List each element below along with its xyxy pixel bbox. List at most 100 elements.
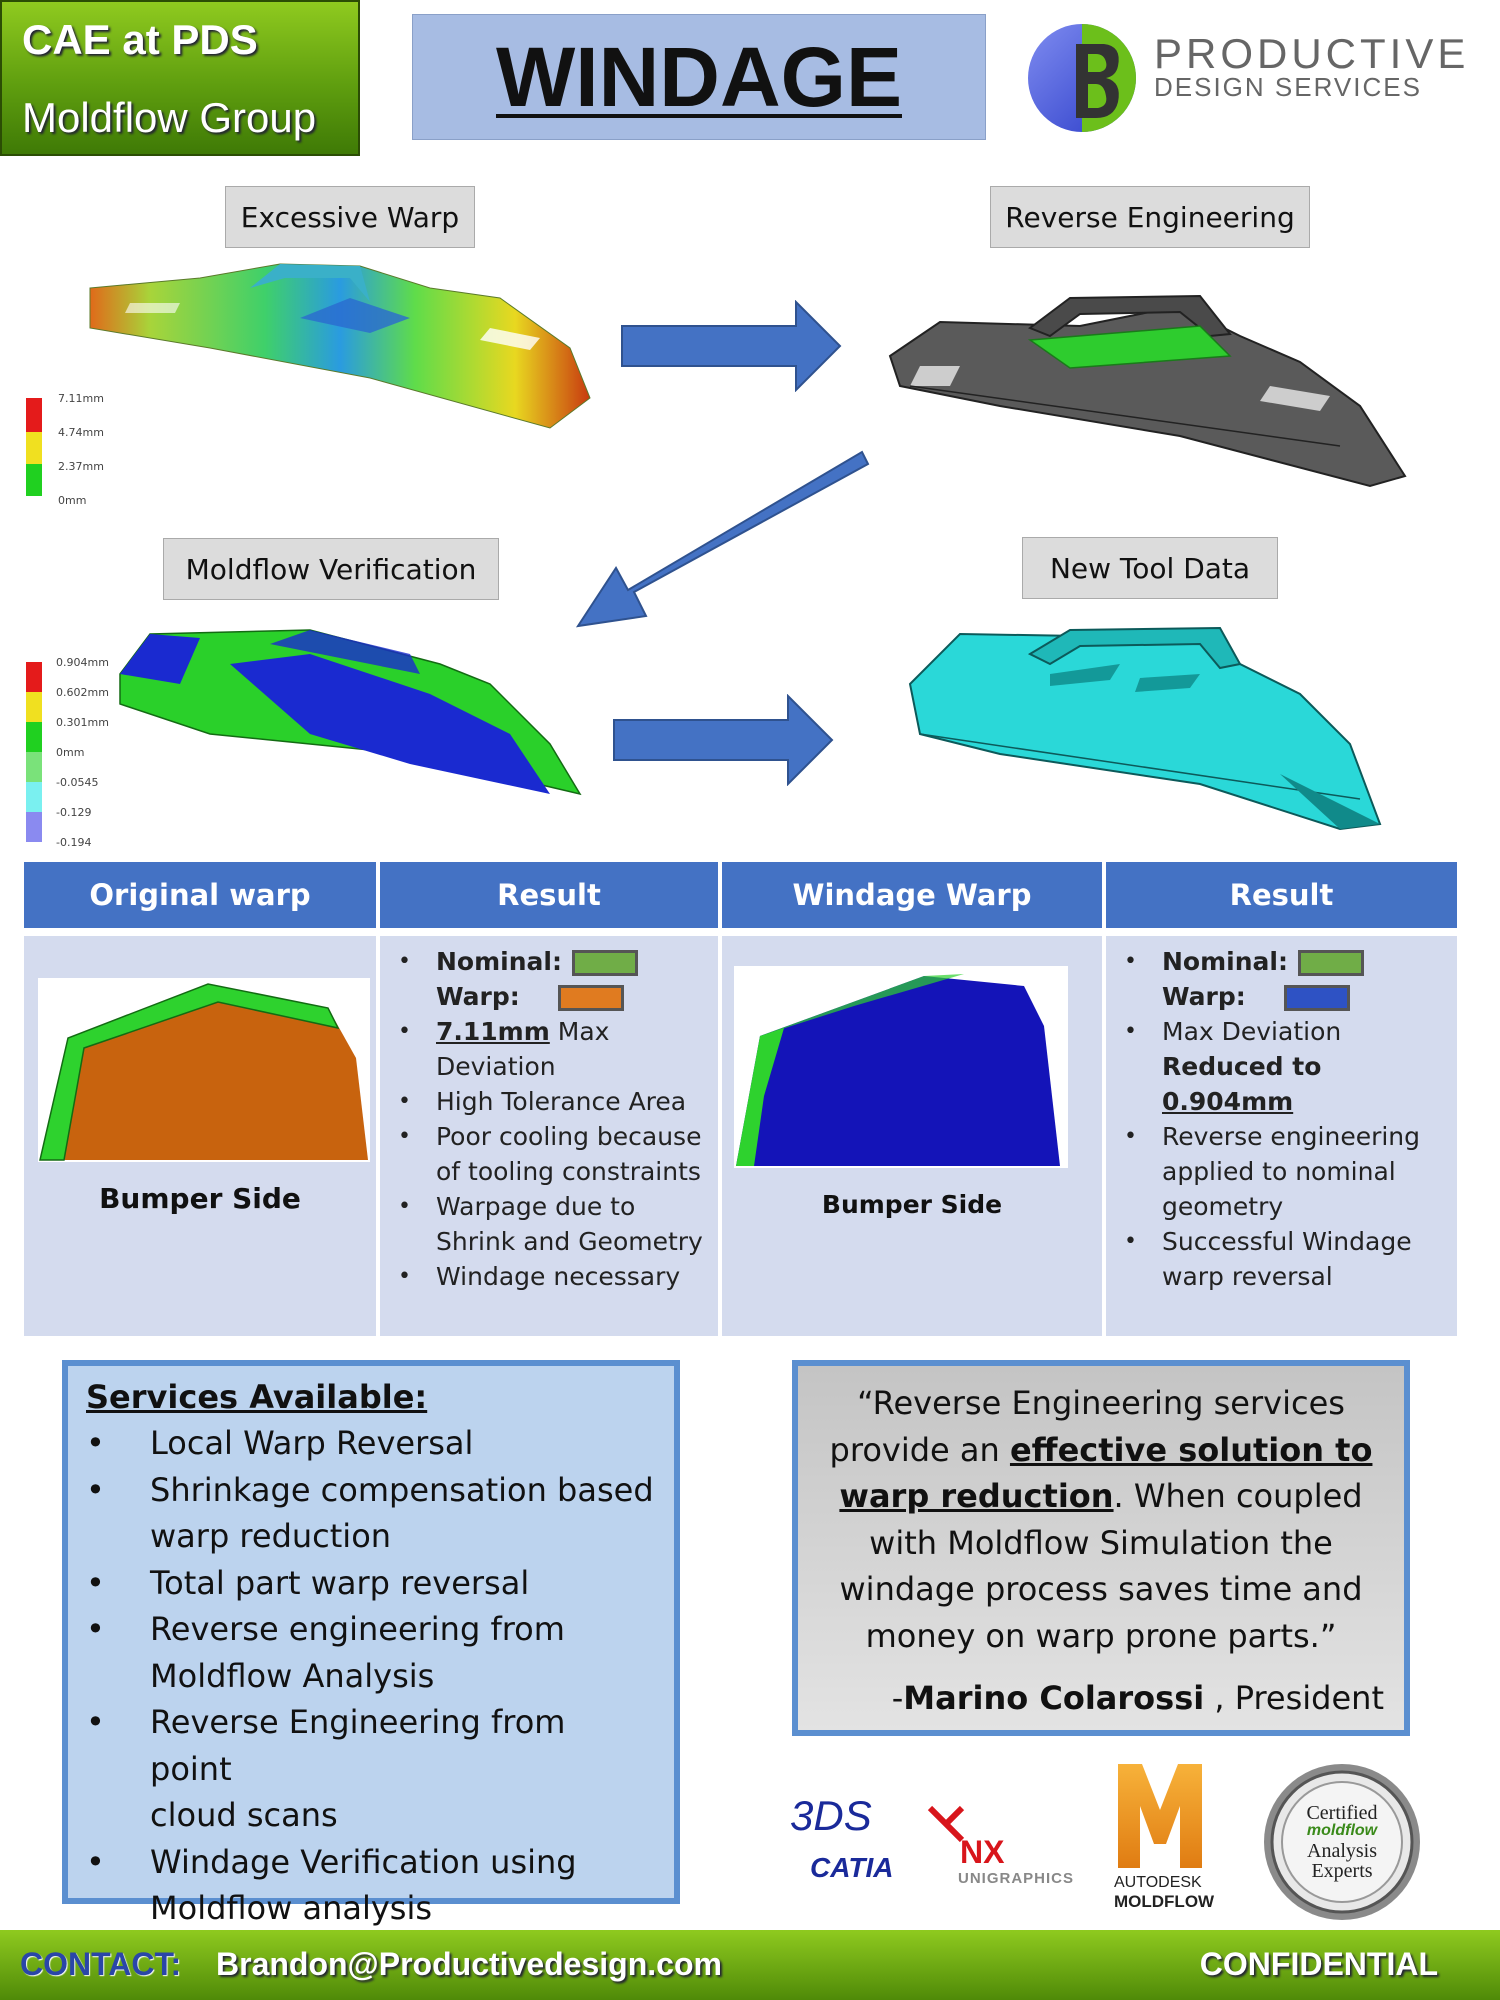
cae-subtitle: Moldflow Group [22,94,317,141]
services-box: Services Available: Local Warp Reversal … [62,1360,680,1927]
list-item: Shrink and Geometry [436,1227,703,1256]
service-item: cloud scans [150,1796,338,1834]
badge-text: Experts [1311,1860,1373,1882]
list-item: Warpage due to [380,1189,718,1224]
scale-label: 0.602mm [56,686,109,699]
logo-text-design-services: DESIGN SERVICES [1154,72,1422,102]
nx-unigraphics-logo: NX UNIGRAPHICS [922,1800,1092,1890]
scale-green [26,722,42,752]
arrow-down-left-icon [575,450,870,628]
label-excessive-warp: Excessive Warp [225,186,475,248]
list-item: Warp: [1106,979,1457,1014]
sig-dash: - [891,1679,904,1717]
table-header-original-warp: Original warp [24,862,376,928]
service-item: Shrinkage compensation based [86,1467,656,1514]
badge-text: Certified [1306,1802,1378,1824]
scale-cyan [26,782,42,812]
quote-line: “Reverse Engineering services [857,1384,1345,1422]
list-item: Max Deviation [1106,1014,1457,1049]
badge-text: Analysis [1307,1840,1377,1862]
nx-mark-icon [927,1805,965,1843]
catia-logo: 3DS CATIA [786,1792,916,1892]
list-item: geometry [1162,1192,1284,1221]
scale-label: -0.194 [56,836,92,849]
scale-yellow [26,692,42,722]
service-item: Total part warp reversal [86,1560,656,1607]
warp-swatch [1283,985,1350,1011]
reduced-text: Reduced to [1162,1052,1322,1081]
quote-line: provide an effective solution to [818,1427,1384,1474]
scale-light-green [26,752,42,782]
verification-color-scale [26,662,42,842]
footer-bar: CONTACT: Brandon@Productivedesign.com CO… [0,1930,1500,2000]
service-item: warp reduction [150,1517,392,1555]
service-item: Reverse engineering from [86,1606,656,1653]
list-item: Successful Windage [1106,1224,1457,1259]
list-item: Reduced to 0.904mm [1106,1049,1457,1119]
scale-label: 0.301mm [56,716,109,729]
cae-banner: CAE at PDS Moldflow Group [0,0,360,156]
service-item: Windage Verification using [86,1839,656,1886]
original-warp-image [38,978,370,1162]
nominal-label: Nominal: [436,947,562,976]
reverse-engineering-part-image [888,294,1407,488]
label-reverse-engineering: Reverse Engineering [990,186,1310,248]
page-title: WINDAGE [496,29,902,124]
reduced-value: 0.904mm [1162,1087,1294,1116]
nominal-label: Nominal: [1162,947,1288,976]
original-bumper-caption: Bumper Side [99,1182,301,1215]
list-item: Nominal: [380,944,718,979]
warp-swatch [557,985,624,1011]
sig-role: , President [1204,1679,1384,1717]
service-item: Local Warp Reversal [86,1420,656,1467]
table-header-result: Result [380,862,718,928]
unigraphics-logo-text: UNIGRAPHICS [958,1870,1075,1887]
quote-signature: -Marino Colarossi , President [818,1675,1384,1722]
scale-label: 2.37mm [58,460,104,473]
scale-violet [26,812,42,842]
scale-label: -0.0545 [56,776,99,789]
arrow-right-icon [621,300,842,392]
service-item: Moldflow analysis [150,1889,433,1927]
pds-logo-icon [1028,24,1136,132]
list-item: warp reversal [1162,1262,1333,1291]
badge-seal-icon [1264,1764,1420,1920]
list-item: 7.11mm Max [380,1014,718,1049]
ds-logo-icon: 3DS [790,1792,872,1839]
autodesk-moldflow-logo: AUTODESK MOLDFLOW [1110,1760,1250,1911]
nx-logo-text: NX [960,1834,1005,1870]
contact-label: CONTACT: [20,1946,182,1982]
list-item: Windage necessary [380,1259,718,1294]
table-header-result: Result [1106,862,1457,928]
scale-label: -0.129 [56,806,92,819]
cae-title: CAE at PDS [22,16,258,63]
quote-emphasis: warp reduction [839,1477,1114,1515]
arrow-right-icon [613,694,834,786]
scale-label: 0mm [56,746,85,759]
service-item: Reverse Engineering from point [86,1699,656,1792]
contact-email-link[interactable]: Brandon@Productivedesign.com [216,1946,722,1982]
quote-text: provide an [829,1430,1010,1469]
badge-text: moldflow [1306,1822,1378,1839]
excessive-warp-part-image [89,263,591,429]
max-deviation-text: Max [557,1017,610,1046]
warp-label: Warp: [1162,982,1246,1011]
quote-line: warp reduction. When coupled [818,1473,1384,1520]
moldflow-m-icon [1118,1764,1202,1868]
table-cell-windage-warp: Bumper Side [722,936,1102,1336]
page-title-box: WINDAGE [412,14,986,140]
windage-bumper-caption: Bumper Side [821,1190,1003,1219]
max-deviation-value: 7.11mm [436,1017,550,1046]
autodesk-logo-text: AUTODESK [1114,1874,1202,1891]
list-item: applied to nominal [1162,1157,1396,1186]
label-moldflow-verification: Moldflow Verification [163,538,499,600]
scale-yellow [26,432,42,464]
nominal-swatch [1297,950,1364,976]
table-cell-result-windage: Nominal: Warp: Max Deviation Reduced to … [1106,936,1457,1336]
quote-box: “Reverse Engineering services provide an… [792,1360,1410,1736]
quote-line: with Moldflow Simulation the [869,1523,1333,1562]
services-title: Services Available: [86,1378,428,1416]
scale-red [26,398,42,432]
quote-line: windage process saves time and [839,1570,1363,1608]
scale-label: 0mm [58,494,87,507]
